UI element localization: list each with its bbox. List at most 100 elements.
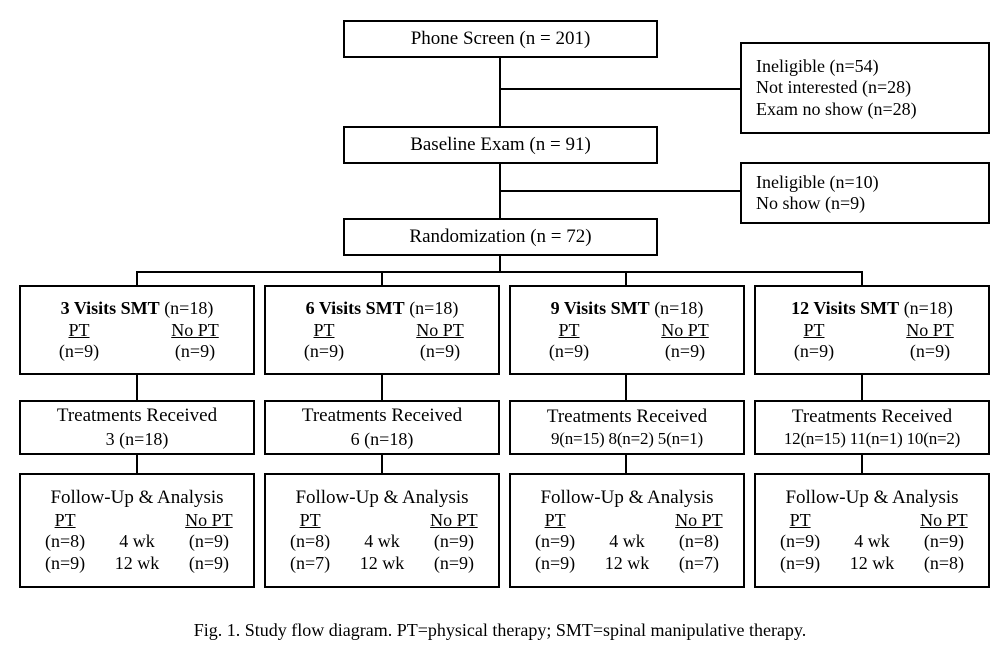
connector-randomization-stem	[499, 256, 501, 273]
followup-time: 4 wk	[119, 531, 155, 552]
followup-row-4-4wk: (n=9) 4 wk (n=9)	[756, 531, 988, 552]
arm-subgroup-headers-2: PT No PT	[266, 320, 498, 341]
arm-title-n-3: (n=18)	[654, 297, 704, 318]
arm-title-n-4: (n=18)	[903, 297, 953, 318]
baseline-exam-label: Baseline Exam (n = 91)	[410, 133, 591, 155]
connector-branch-bus	[136, 271, 863, 273]
followup-time: 4 wk	[364, 531, 400, 552]
phone-screen-label: Phone Screen (n = 201)	[410, 27, 591, 49]
arm-pt-label-3: PT	[558, 319, 580, 340]
arm-title-bold-2: 6 Visits SMT	[305, 297, 405, 318]
followup-pt-label-1: PT	[54, 509, 76, 530]
arm-nopt-label-2: No PT	[416, 319, 464, 340]
connector-treatments2-to-followup	[381, 455, 383, 473]
connector-arm4-to-treatments	[861, 375, 863, 400]
arm-title-4: 12 Visits SMT (n=18)	[791, 298, 953, 319]
arm-pt-label-4: PT	[803, 319, 825, 340]
exclusion-line: Ineligible (n=54)	[756, 56, 879, 77]
arm-subgroup-values-4: (n=9) (n=9)	[756, 341, 988, 362]
followup-pt-n: (n=9)	[780, 531, 821, 552]
treatments-title-2: Treatments Received	[301, 405, 463, 427]
followup-pt-n: (n=7)	[290, 552, 331, 573]
followup-row-2-4wk: (n=8) 4 wk (n=9)	[266, 531, 498, 552]
arm-title-3: 9 Visits SMT (n=18)	[551, 298, 704, 319]
followup-time: 12 wk	[604, 552, 650, 573]
followup-row-4-12wk: (n=9) 12 wk (n=8)	[756, 553, 988, 574]
followup-row-1-4wk: (n=8) 4 wk (n=9)	[21, 531, 253, 552]
followup-row-2-12wk: (n=7) 12 wk (n=9)	[266, 553, 498, 574]
arm-title-bold-1: 3 Visits SMT	[60, 297, 160, 318]
arm-box-1: 3 Visits SMT (n=18) PT No PT (n=9) (n=9)	[19, 285, 255, 375]
treatments-box-3: Treatments Received 9(n=15) 8(n=2) 5(n=1…	[509, 400, 745, 455]
arm-pt-n-1: (n=9)	[58, 341, 100, 362]
connector-arm2-to-treatments	[381, 375, 383, 400]
followup-nopt-label-3: No PT	[675, 509, 723, 530]
followup-time: 4 wk	[609, 531, 645, 552]
treatments-value-2: 6 (n=18)	[350, 428, 414, 449]
treatments-value-4: 12(n=15) 11(n=1) 10(n=2)	[783, 429, 961, 449]
followup-headers-4: PT No PT	[756, 510, 988, 532]
connector-baseline-to-randomization	[499, 164, 501, 220]
exclusion-line: Ineligible (n=10)	[756, 171, 879, 192]
followup-pt-label-2: PT	[299, 509, 321, 530]
connector-branch-drop-2	[381, 271, 383, 285]
arm-subgroup-values-2: (n=9) (n=9)	[266, 341, 498, 362]
followup-nopt-n: (n=8)	[923, 552, 964, 573]
followup-pt-label-3: PT	[544, 509, 566, 530]
followup-pt-n: (n=8)	[45, 531, 86, 552]
arm-title-n-1: (n=18)	[164, 297, 214, 318]
connector-arm3-to-treatments	[625, 375, 627, 400]
arm-title-1: 3 Visits SMT (n=18)	[61, 298, 214, 319]
followup-time: 12 wk	[359, 552, 405, 573]
followup-nopt-n: (n=9)	[188, 531, 229, 552]
treatments-title-4: Treatments Received	[791, 405, 953, 427]
exclusion-line: No show (n=9)	[756, 193, 866, 213]
followup-nopt-n: (n=7)	[678, 552, 719, 573]
figure-caption: Fig. 1. Study flow diagram. PT=physical …	[193, 620, 807, 640]
followup-headers-3: PT No PT	[511, 510, 743, 532]
arm-box-4: 12 Visits SMT (n=18) PT No PT (n=9) (n=9…	[754, 285, 990, 375]
followup-pt-n: (n=9)	[535, 531, 576, 552]
baseline-exam-box: Baseline Exam (n = 91)	[343, 126, 658, 164]
followup-headers-2: PT No PT	[266, 510, 498, 532]
followup-headers-1: PT No PT	[21, 510, 253, 532]
followup-nopt-label-2: No PT	[430, 509, 478, 530]
followup-row-3-12wk: (n=9) 12 wk (n=7)	[511, 553, 743, 574]
exclusion-box-after-baseline-exam: Ineligible (n=10) No show (n=9)	[740, 162, 990, 224]
arm-subgroup-values-3: (n=9) (n=9)	[511, 341, 743, 362]
connector-baseline-to-exclusion	[499, 190, 742, 192]
followup-time: 12 wk	[114, 552, 160, 573]
arm-box-3: 9 Visits SMT (n=18) PT No PT (n=9) (n=9)	[509, 285, 745, 375]
arm-nopt-n-1: (n=9)	[174, 341, 216, 362]
arm-nopt-n-2: (n=9)	[419, 341, 461, 362]
followup-title-2: Follow-Up & Analysis	[295, 487, 469, 509]
followup-nopt-label-1: No PT	[185, 509, 233, 530]
arm-subgroup-headers-4: PT No PT	[756, 320, 988, 341]
arm-pt-n-2: (n=9)	[303, 341, 345, 362]
exclusion-line: Exam no show (n=28)	[756, 98, 917, 119]
treatments-box-2: Treatments Received 6 (n=18)	[264, 400, 500, 455]
randomization-box: Randomization (n = 72)	[343, 218, 658, 256]
connector-treatments3-to-followup	[625, 455, 627, 473]
arm-nopt-label-1: No PT	[171, 319, 219, 340]
treatments-title-3: Treatments Received	[546, 405, 708, 427]
followup-nopt-n: (n=9)	[433, 531, 474, 552]
followup-title-4: Follow-Up & Analysis	[785, 487, 959, 509]
followup-pt-label-4: PT	[789, 509, 811, 530]
connector-treatments1-to-followup	[136, 455, 138, 473]
arm-nopt-label-3: No PT	[661, 319, 709, 340]
followup-nopt-n: (n=9)	[923, 531, 964, 552]
followup-pt-n: (n=9)	[45, 552, 86, 573]
arm-title-n-2: (n=18)	[409, 297, 459, 318]
followup-nopt-n: (n=8)	[678, 531, 719, 552]
randomization-label: Randomization (n = 72)	[409, 225, 592, 247]
arm-pt-label-2: PT	[313, 319, 335, 340]
treatments-title-1: Treatments Received	[56, 405, 218, 427]
connector-branch-drop-4	[861, 271, 863, 285]
connector-phone-to-baseline	[499, 58, 501, 128]
followup-pt-n: (n=9)	[535, 552, 576, 573]
followup-row-1-12wk: (n=9) 12 wk (n=9)	[21, 553, 253, 574]
followup-pt-n: (n=9)	[780, 552, 821, 573]
arm-box-2: 6 Visits SMT (n=18) PT No PT (n=9) (n=9)	[264, 285, 500, 375]
arm-title-bold-3: 9 Visits SMT	[550, 297, 650, 318]
